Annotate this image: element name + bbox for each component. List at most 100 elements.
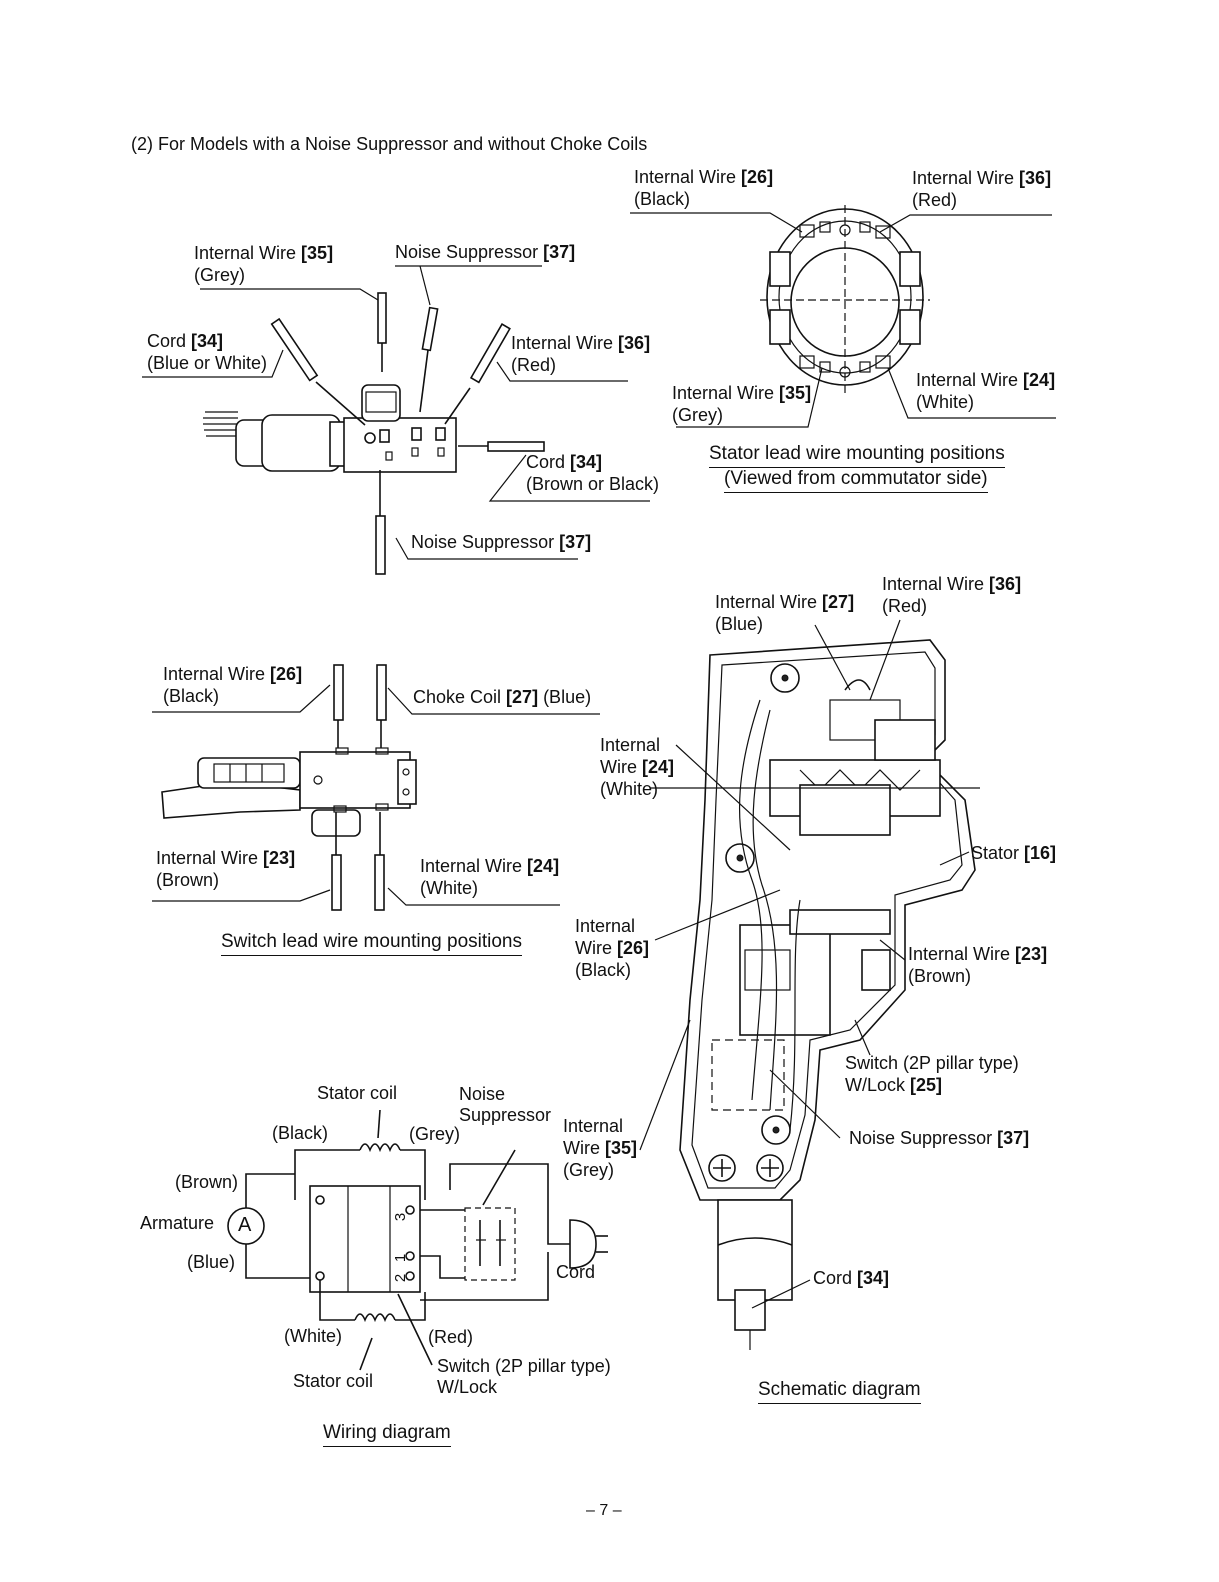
stator-caption-line1: Stator lead wire mounting positions xyxy=(709,443,1005,468)
label-name: Cord xyxy=(147,331,192,351)
label-name: Internal Wire xyxy=(715,592,823,612)
label-number: [36] xyxy=(618,333,651,353)
label-color: (Grey) xyxy=(194,265,245,285)
label-color: (Black) xyxy=(575,960,632,980)
label-lead-choke-coil: Choke Coil [27] (Blue) xyxy=(413,686,591,708)
switch-assembly-drawing xyxy=(142,265,650,575)
label-color: (Brown) xyxy=(908,966,972,986)
label-name: W/Lock xyxy=(845,1075,911,1095)
stator-drawing xyxy=(630,205,1056,428)
label-number: [37] xyxy=(543,242,576,262)
label-color: (White) xyxy=(420,878,478,898)
label-wd-grey: (Grey) xyxy=(409,1124,460,1144)
wiring-caption: Wiring diagram xyxy=(323,1422,451,1447)
label-color: (Brown) xyxy=(156,870,220,890)
label-switch-suppressor-bottom: Noise Suppressor [37] xyxy=(411,531,591,553)
label-line1: Internal xyxy=(563,1116,624,1136)
wiring-diagram-drawing xyxy=(227,1109,608,1371)
label-sch-wire27: Internal Wire [27] (Blue) xyxy=(715,591,854,635)
label-number: [25] xyxy=(910,1075,943,1095)
label-wd-suppressor: Suppressor xyxy=(459,1105,552,1125)
terminal-2: 2 xyxy=(392,1273,410,1283)
label-switch-suppressor-top: Noise Suppressor [37] xyxy=(395,241,575,263)
label-stator-wire36: Internal Wire [36] (Red) xyxy=(912,167,1051,211)
label-stator-wire35: Internal Wire [35](Grey) xyxy=(672,382,811,426)
label-color: (Red) xyxy=(511,355,557,375)
label-wd-stator-coil-top: Stator coil xyxy=(317,1083,398,1103)
label-wd-brown: (Brown) xyxy=(175,1172,239,1192)
label-lead-wire26: Internal Wire [26](Black) xyxy=(163,663,302,707)
label-number: [37] xyxy=(559,532,592,552)
label-number: [23] xyxy=(1015,944,1048,964)
label-number: [27] xyxy=(822,592,855,612)
label-name: Internal Wire xyxy=(882,574,990,594)
label-name: Internal Wire xyxy=(916,370,1024,390)
label-wd-switch-line1: Switch (2P pillar type) xyxy=(437,1356,611,1376)
label-sch-switch: Switch (2P pillar type)W/Lock [25] xyxy=(845,1052,1019,1096)
label-number: [24] xyxy=(1023,370,1056,390)
label-name: Wire xyxy=(563,1138,605,1158)
label-number: [37] xyxy=(997,1128,1030,1148)
label-wd-blue: (Blue) xyxy=(187,1252,236,1272)
terminal-3: 3 xyxy=(392,1212,410,1222)
label-color: (Brown or Black) xyxy=(526,474,660,494)
label-number: [34] xyxy=(191,331,224,351)
label-switch-wire35: Internal Wire [35](Grey) xyxy=(194,242,333,286)
switch-lead-caption: Switch lead wire mounting positions xyxy=(221,931,522,956)
page-number: – 7 – xyxy=(586,1502,622,1519)
label-color: (Black) xyxy=(634,189,691,209)
label-number: [34] xyxy=(857,1268,890,1288)
label-stator-wire24: Internal Wire [24] (White) xyxy=(916,369,1055,413)
label-line1: Switch (2P pillar type) xyxy=(845,1053,1019,1073)
label-number: [34] xyxy=(570,452,603,472)
label-color: (Red) xyxy=(882,596,928,616)
label-color: (Red) xyxy=(912,190,958,210)
label-number: [24] xyxy=(527,856,560,876)
drill-schematic-drawing xyxy=(639,619,980,1350)
label-stator-wire26: Internal Wire [26](Black) xyxy=(634,166,773,210)
stator-caption-line2: (Viewed from commutator side) xyxy=(724,468,988,493)
label-name: Noise Suppressor xyxy=(849,1128,998,1148)
schematic-caption: Schematic diagram xyxy=(758,1379,921,1404)
label-sch-stator: Stator [16] xyxy=(971,842,1056,864)
label-sch-suppressor: Noise Suppressor [37] xyxy=(849,1127,1029,1149)
switch-lead-drawing xyxy=(152,664,600,911)
label-line1: Internal xyxy=(575,916,636,936)
label-wd-armature: Armature xyxy=(140,1213,215,1233)
label-wd-white: (White) xyxy=(284,1326,342,1346)
label-number: [35] xyxy=(301,243,334,263)
label-wd-stator-coil-bottom: Stator coil xyxy=(293,1371,374,1391)
label-number: [27] xyxy=(506,687,539,707)
label-number: [36] xyxy=(1019,168,1052,188)
label-name: Internal Wire xyxy=(908,944,1016,964)
label-sch-wire23: Internal Wire [23] (Brown) xyxy=(908,943,1047,987)
label-name: Internal Wire xyxy=(420,856,528,876)
label-number: [36] xyxy=(989,574,1022,594)
label-color: (Grey) xyxy=(672,405,723,425)
label-color: (Grey) xyxy=(563,1160,614,1180)
label-name: Internal Wire xyxy=(511,333,619,353)
label-number: [23] xyxy=(263,848,296,868)
armature-symbol: A xyxy=(238,1214,252,1236)
label-name: Noise Suppressor xyxy=(411,532,560,552)
label-wd-red: (Red) xyxy=(428,1327,474,1347)
label-name: Internal Wire xyxy=(672,383,780,403)
label-switch-cord34-right: Cord [34](Brown or Black) xyxy=(526,451,659,495)
label-number: [26] xyxy=(617,938,650,958)
label-name: Cord xyxy=(813,1268,858,1288)
label-name: Wire xyxy=(575,938,617,958)
label-name: Noise Suppressor xyxy=(395,242,544,262)
label-number: [26] xyxy=(741,167,774,187)
label-color: (Blue) xyxy=(538,687,592,707)
label-name: Internal Wire xyxy=(912,168,1020,188)
label-color: (Blue) xyxy=(715,614,764,634)
label-wd-noise: Noise xyxy=(459,1084,506,1104)
label-name: Choke Coil xyxy=(413,687,507,707)
label-number: [16] xyxy=(1024,843,1057,863)
label-number: [35] xyxy=(605,1138,638,1158)
label-wd-switch-line2: W/Lock xyxy=(437,1377,498,1397)
label-color: (White) xyxy=(916,392,974,412)
